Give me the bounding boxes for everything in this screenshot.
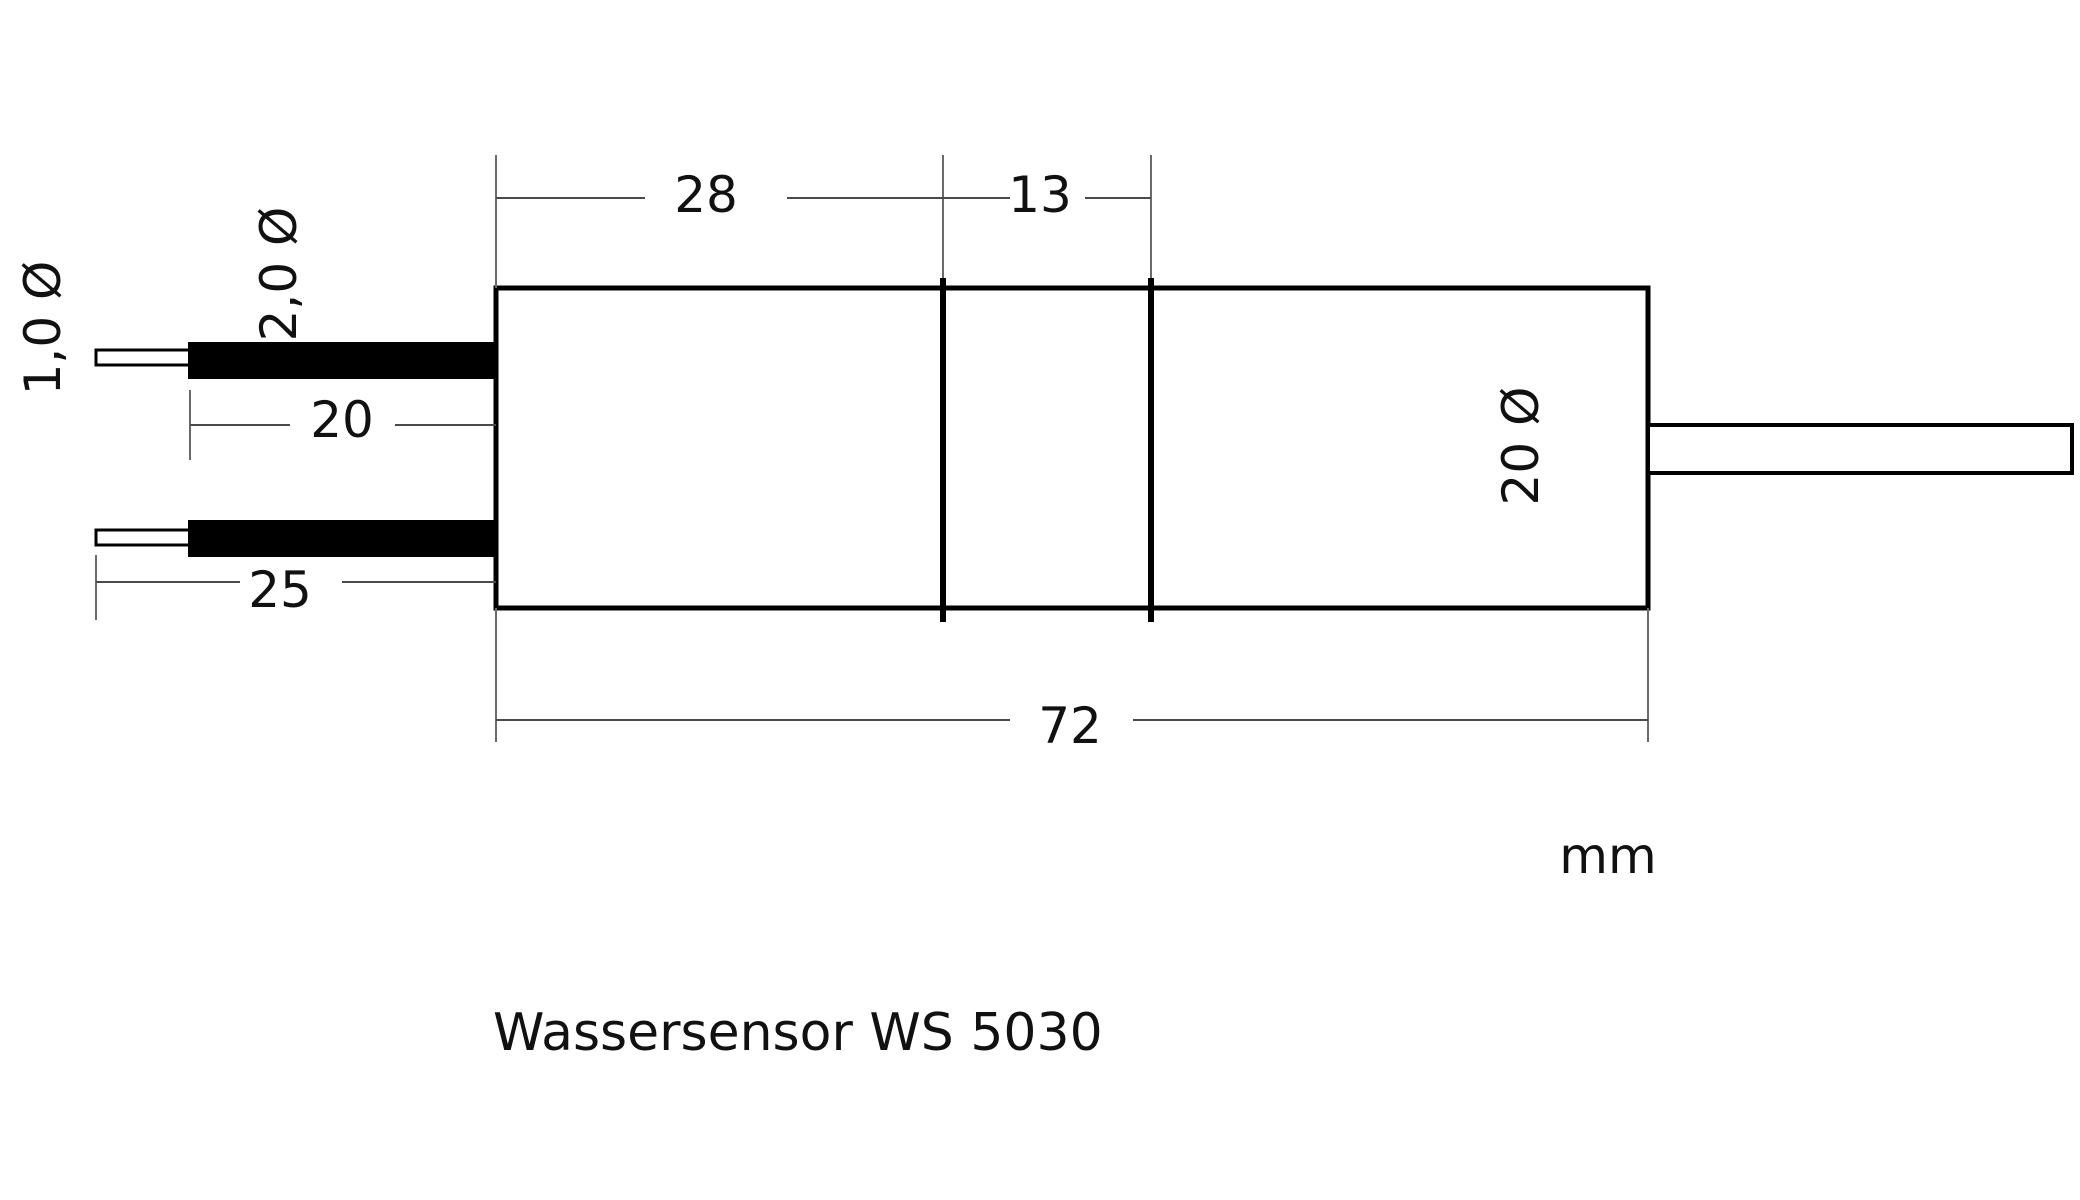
upper-wire-insulation xyxy=(188,342,498,379)
dimension-label-72: 72 xyxy=(1038,697,1102,755)
dimension-label-13: 13 xyxy=(1008,166,1072,224)
dimension-label-28: 28 xyxy=(674,166,738,224)
unit-label: mm xyxy=(1559,827,1656,885)
cable xyxy=(1646,423,2074,475)
diameter-label-body: 20 Ø xyxy=(1492,387,1550,506)
upper-wire-core xyxy=(94,348,194,367)
sensor-body xyxy=(493,285,1651,611)
lower-wire-core xyxy=(94,528,194,547)
diameter-label-wire: 1,0 Ø xyxy=(14,261,72,396)
lower-wire-insulation xyxy=(188,520,498,557)
diameter-label-insulation: 2,0 Ø xyxy=(250,207,308,342)
drawing-caption: Wassersensor WS 5030 xyxy=(493,1003,1103,1063)
dimension-label-25: 25 xyxy=(248,561,312,619)
dimension-label-20: 20 xyxy=(310,391,374,449)
